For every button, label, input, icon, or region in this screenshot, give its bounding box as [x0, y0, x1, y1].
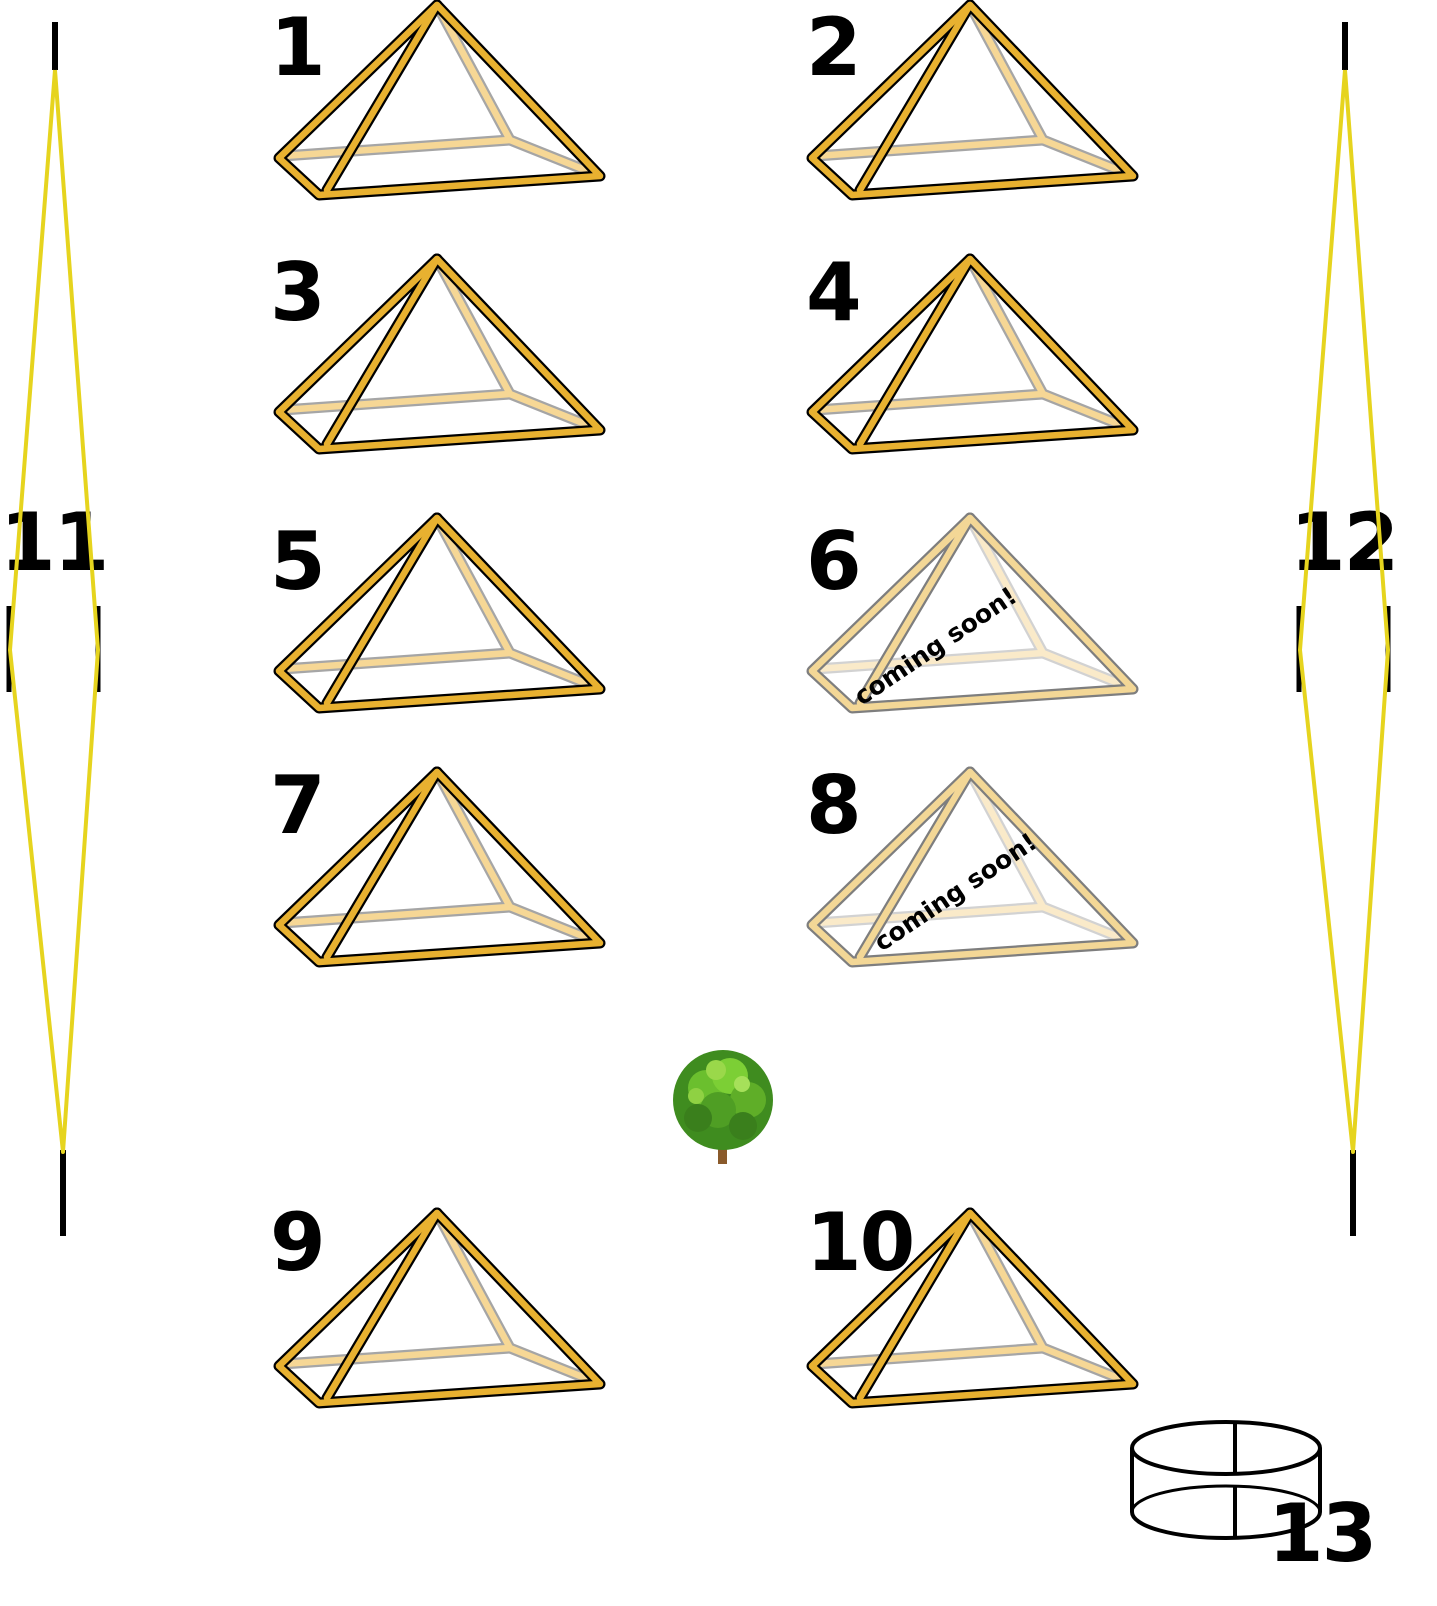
- pyramid-2[interactable]: [808, 0, 1148, 210]
- tree-icon: [668, 1048, 780, 1166]
- pyramid-10[interactable]: [808, 1208, 1148, 1418]
- pyramid-1[interactable]: [275, 0, 615, 210]
- unit-label-13: 13: [1268, 1494, 1375, 1574]
- pyramid-3[interactable]: [275, 254, 615, 464]
- pyramid-7[interactable]: [275, 767, 615, 977]
- pyramid-9[interactable]: [275, 1208, 615, 1418]
- pyramid-5[interactable]: [275, 513, 615, 723]
- mast-11[interactable]: [0, 0, 110, 1240]
- pyramid-4[interactable]: [808, 254, 1148, 464]
- mast-12[interactable]: [1290, 0, 1400, 1240]
